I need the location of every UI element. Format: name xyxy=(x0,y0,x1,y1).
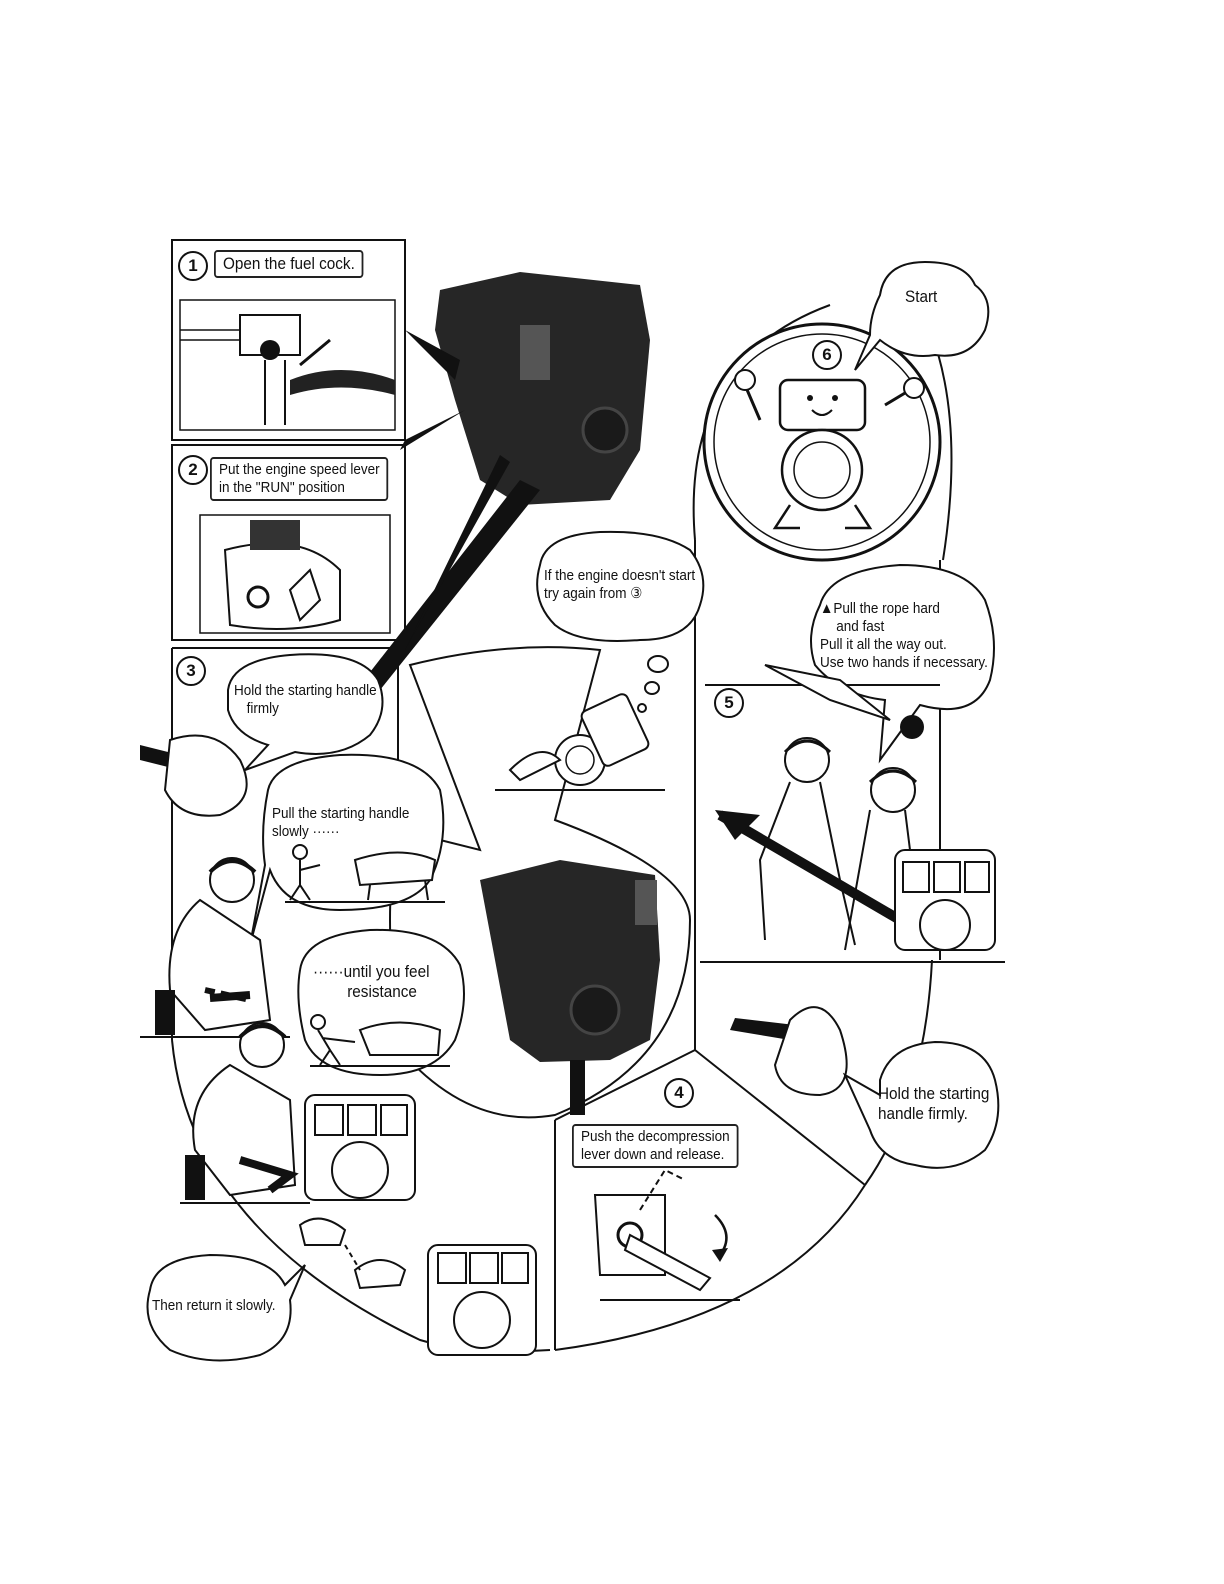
step5-line2: and fast xyxy=(836,618,885,635)
step5-hold-label: Hold the starting handle firmly. xyxy=(878,1084,989,1124)
retry-thought-dots xyxy=(637,655,669,713)
retry-bubble xyxy=(536,530,705,642)
step5-hold-line1: Hold the starting xyxy=(878,1084,990,1103)
step4-instruction: Push the decompression lever down and re… xyxy=(572,1124,739,1168)
step4-number: 4 xyxy=(664,1078,694,1108)
step3-resist-line2: resistance xyxy=(347,982,417,1001)
step3-pull-line2: slowly ······ xyxy=(272,823,340,840)
retry-line2: try again from ③ xyxy=(544,585,643,602)
step4-illustration xyxy=(593,1168,740,1301)
start-bubble xyxy=(854,260,990,371)
worker-pulling-slowly xyxy=(155,857,272,1035)
step5-rope-label: ▲Pull the rope hard and fast Pull it all… xyxy=(820,600,988,672)
step3-pull-line1: Pull the starting handle xyxy=(272,805,410,822)
return-slowly-bubble xyxy=(146,1253,306,1362)
step4-line1: Push the decompression xyxy=(581,1128,730,1145)
step3-number: 3 xyxy=(176,656,206,686)
step6-text: Start xyxy=(905,287,938,306)
step5-hold-line2: handle firmly. xyxy=(878,1104,968,1123)
retry-label: If the engine doesn't start try again fr… xyxy=(544,567,695,603)
step1-text: Open the fuel cock. xyxy=(223,254,355,273)
person-pulling-cow xyxy=(285,844,445,903)
pull-rope-bubble xyxy=(810,563,995,764)
person-pushing-bull xyxy=(310,1014,450,1067)
step3-resistance-label: ······until you feel resistance xyxy=(313,962,429,1002)
step5-number: 5 xyxy=(714,688,744,718)
step5-line3: Pull it all the way out. xyxy=(820,636,947,653)
step3-hold-line1: Hold the starting handle xyxy=(234,682,377,699)
step3-hand-illustration xyxy=(140,734,248,817)
step2-line1: Put the engine speed lever xyxy=(219,461,380,478)
step5-line4: Use two hands if necessary. xyxy=(820,654,988,671)
step5-panel xyxy=(700,664,1005,963)
step1-number: 1 xyxy=(178,251,208,281)
step6-start-label: Start xyxy=(905,287,937,307)
step6-number: 6 xyxy=(812,340,842,370)
step5-line1: ▲Pull the rope hard xyxy=(820,600,940,617)
step3-return-text: Then return it slowly. xyxy=(152,1297,276,1314)
hold-handle-bubble-left xyxy=(227,653,384,771)
step3-hold-line2: firmly xyxy=(246,700,279,717)
engine-photo-bottom xyxy=(480,860,660,1115)
step3-hold-label: Hold the starting handle firmly xyxy=(234,682,377,718)
engine-photo-top xyxy=(360,272,650,690)
hold-handle-bubble-right xyxy=(842,1040,1000,1169)
step6-illustration xyxy=(702,322,942,562)
tired-engine-illustration xyxy=(495,693,665,791)
pull-slowly-bubble xyxy=(249,753,445,946)
hand-right-illustration xyxy=(730,1006,848,1097)
retry-line1: If the engine doesn't start xyxy=(544,567,696,584)
step1-instruction: Open the fuel cock. xyxy=(214,250,364,278)
return-slowly-illustration xyxy=(298,1217,537,1356)
step2-number: 2 xyxy=(178,455,208,485)
step3-pull-label: Pull the starting handle slowly ······ xyxy=(272,805,409,841)
worker-feeling-resistance xyxy=(185,1022,416,1201)
step3-return-label: Then return it slowly. xyxy=(152,1297,276,1315)
step4-line2: lever down and release. xyxy=(581,1146,725,1163)
step2-instruction: Put the engine speed lever in the "RUN" … xyxy=(210,457,389,501)
step3-resist-line1: ······until you feel xyxy=(313,962,430,981)
step2-line2: in the "RUN" position xyxy=(219,479,345,496)
